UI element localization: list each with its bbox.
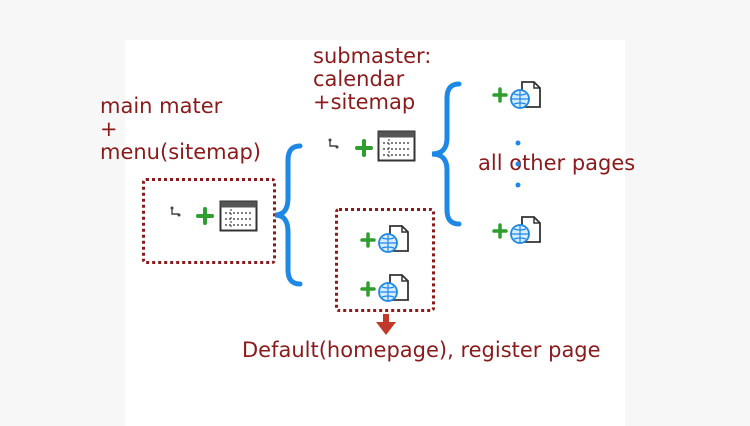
plus-icon (492, 87, 508, 103)
tree-connector-icon (170, 206, 181, 217)
left-brace (274, 143, 303, 287)
right-brace (431, 81, 462, 227)
ellipsis-dots (515, 140, 521, 188)
plus-icon (360, 232, 376, 248)
submaster-label: submaster: calendar +sitemap (313, 44, 432, 114)
web-page-icon (378, 225, 409, 253)
plus-icon (360, 281, 376, 297)
web-page-icon (510, 216, 541, 244)
plus-icon (355, 139, 373, 157)
master-page-icon (377, 130, 416, 162)
plus-icon (196, 207, 214, 225)
default-pages-box (335, 208, 435, 312)
main-master-box (142, 178, 276, 264)
all-other-pages-label: all other pages (478, 151, 636, 175)
master-page-icon (219, 200, 258, 232)
down-arrow-icon (376, 314, 396, 335)
diagram-canvas (125, 40, 625, 426)
default-register-label: Default(homepage), register page (242, 338, 601, 362)
web-page-icon (378, 274, 409, 302)
main-master-label: main mater + menu(sitemap) (100, 94, 261, 164)
plus-icon (492, 223, 508, 239)
web-page-icon (510, 81, 541, 109)
tree-connector-icon (328, 138, 339, 149)
